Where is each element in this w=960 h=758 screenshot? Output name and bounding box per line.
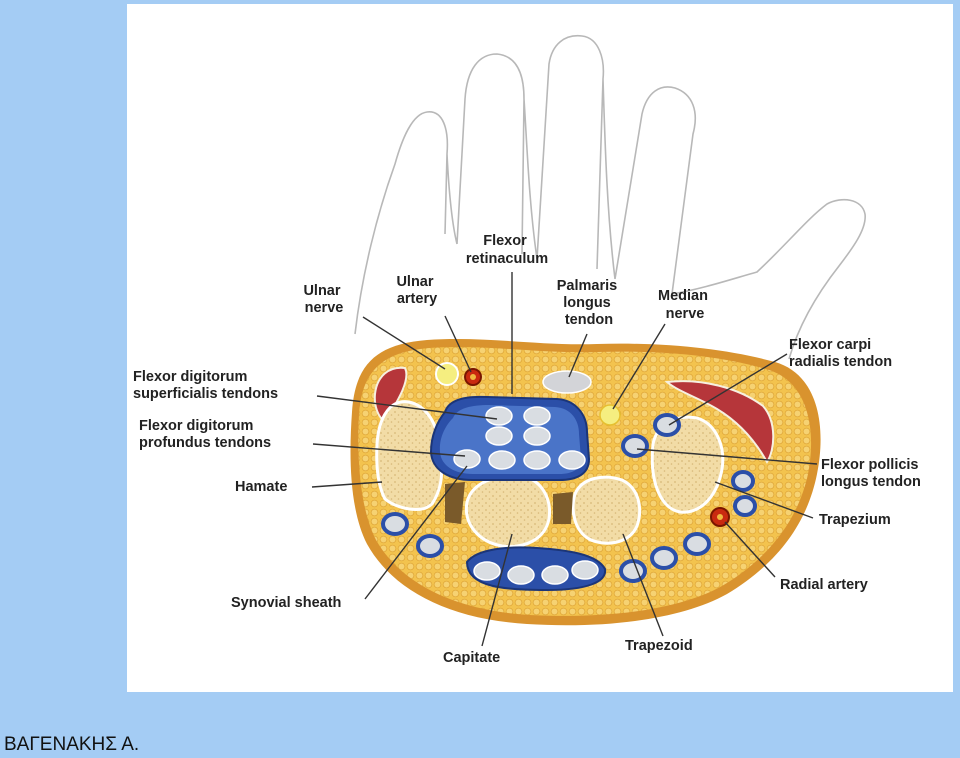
wrist-cross-section-diagram: Ulnar nerve Ulnar artery Flexor retinacu…	[127, 4, 953, 692]
label-flexor-pollicis-longus-tendon: Flexor pollicis longus tendon	[821, 457, 923, 490]
carpal-bones	[375, 400, 725, 549]
radial-artery-lumen	[717, 514, 723, 520]
ulnar-artery-lumen	[470, 374, 476, 380]
label-ulnar-artery: Ulnar artery	[396, 274, 437, 307]
label-fds-tendons: Flexor digitorum superficialis tendons	[133, 369, 278, 402]
label-capitate: Capitate	[443, 650, 500, 666]
label-trapezoid: Trapezoid	[625, 638, 693, 654]
label-fdp-tendons: Flexor digitorum profundus tendons	[139, 418, 271, 451]
label-palmaris-longus-tendon: Palmaris longus tendon	[557, 278, 622, 328]
label-flexor-carpi-radialis-tendon: Flexor carpi radialis tendon	[789, 337, 892, 370]
label-trapezium: Trapezium	[819, 512, 891, 528]
joint-gaps	[445, 482, 573, 524]
label-radial-artery: Radial artery	[780, 577, 868, 593]
flexor-tendons	[453, 406, 586, 470]
ulnar-nerve	[435, 362, 459, 386]
label-synovial-sheath: Synovial sheath	[231, 595, 341, 611]
author-caption: ΒΑΓΕΝΑΚΗΣ Α.	[4, 734, 140, 755]
hand-outline	[354, 35, 866, 360]
thenar-muscle	[664, 380, 775, 464]
leader-lines	[311, 272, 818, 647]
label-hamate: Hamate	[235, 479, 287, 495]
trapezoid-bone	[571, 475, 642, 545]
label-ulnar-nerve: Ulnar nerve	[303, 283, 344, 316]
hypothenar-muscle	[373, 366, 408, 424]
label-flexor-retinaculum: Flexor retinaculum	[466, 233, 548, 267]
palmaris-longus-tendon	[542, 370, 592, 394]
extensor-compartments	[381, 413, 757, 592]
label-median-nerve: Median nerve	[658, 288, 712, 322]
capitate-bone	[464, 474, 552, 549]
trapezium-bone	[650, 415, 725, 514]
median-nerve	[599, 404, 621, 426]
